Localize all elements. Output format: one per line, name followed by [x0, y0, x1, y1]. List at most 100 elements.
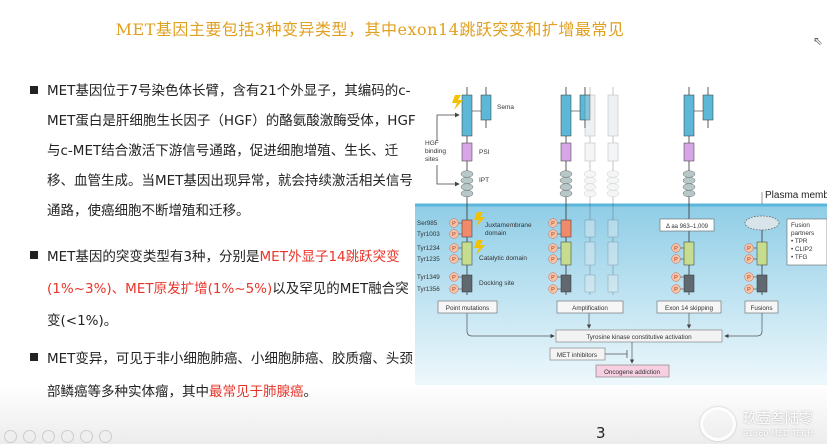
- phosphate-label: P: [452, 221, 456, 227]
- phosphate-label: P: [551, 287, 555, 293]
- paragraph-text: 。: [303, 384, 318, 400]
- oncogene-addiction-box: [595, 364, 670, 378]
- phosphate-icon: [671, 284, 681, 294]
- paragraph-text: MET变异，可见于非小细胞肺癌、小细胞肺癌、胶质瘤、头颈部鳞癌等多种实体瘤，其中: [47, 351, 413, 400]
- catalytic-domain: [461, 241, 473, 266]
- watermark-logo: 玖壹叁陆零 91360 MED TECH: [700, 405, 827, 444]
- catalytic-domain: [560, 241, 572, 266]
- page-number: 3: [596, 424, 606, 442]
- residue-label: Tyr1003: [417, 231, 440, 238]
- phosphate-icon: [449, 218, 459, 228]
- prev-icon[interactable]: [4, 430, 17, 443]
- met-receptor: [606, 87, 620, 295]
- residue-label: Tyr1235: [417, 256, 440, 263]
- phosphate-icon: [548, 272, 558, 282]
- next-icon[interactable]: [23, 430, 36, 443]
- phosphate-icon: [449, 254, 459, 264]
- paragraph-1: MET基因位于7号染色体长臂，含有21个外显子，其编码的c-MET蛋白是肝细胞生…: [30, 76, 420, 226]
- phosphate-icon: [548, 254, 558, 264]
- paragraph-text: MET基因的突变类型有3种，分别是: [47, 249, 260, 265]
- activation-box: [555, 329, 723, 343]
- psi-domain: [607, 142, 619, 162]
- docking-domain: [607, 274, 619, 293]
- slide-title: MET基因主要包括3种变异类型，其中exon14跳跃突变和扩增最常见: [115, 20, 625, 39]
- ipt-label: IPT: [479, 177, 489, 184]
- paragraph-text: 以及罕见的MET融合突变(<1%)。: [47, 281, 409, 329]
- alteration-type-box: [556, 300, 624, 314]
- ipt-domain: [559, 170, 573, 178]
- ipt-domain: [559, 176, 573, 184]
- phosphate-icon: [548, 218, 558, 228]
- phosphate-label: P: [551, 246, 555, 252]
- catalytic-domain: [607, 241, 619, 266]
- bullet-icon: [30, 86, 38, 94]
- residue-label: Tyr1234: [417, 245, 440, 252]
- residue-label: Ser985: [417, 220, 438, 227]
- pen-icon[interactable]: [42, 430, 55, 443]
- sema-domain: [683, 94, 695, 137]
- ipt-domain: [460, 170, 474, 178]
- ipt-domain: [460, 176, 474, 184]
- residue-label: Tyr1349: [417, 274, 440, 281]
- juxtamembrane-domain: [607, 219, 619, 238]
- ipt-domain: [682, 176, 696, 184]
- alteration-type-label: Exon 14 skipping: [665, 305, 713, 312]
- ipt-domain: [583, 183, 597, 191]
- met-receptor: [583, 87, 597, 295]
- phosphate-label: P: [747, 257, 751, 263]
- sema-domain: [560, 94, 572, 137]
- phosphate-label: P: [452, 287, 456, 293]
- cloud-logo-icon: [700, 407, 736, 441]
- deletion-box: [659, 218, 715, 232]
- psi-domain: [683, 142, 695, 162]
- catalytic-label: Catalytic domain: [479, 255, 527, 262]
- residue-label: Tyr1356: [417, 286, 440, 293]
- phosphate-icon: [548, 243, 558, 253]
- ipt-domain: [583, 176, 597, 184]
- slideshow-toolbar: [4, 430, 112, 443]
- catalytic-domain: [584, 241, 596, 266]
- alteration-type-box: [437, 300, 498, 314]
- phosphate-icon: [671, 243, 681, 253]
- slides-icon[interactable]: [61, 430, 74, 443]
- ipt-domain: [583, 170, 597, 178]
- ipt-domain: [583, 189, 597, 197]
- oncogene-addiction-label: Oncogene addiction: [604, 369, 661, 376]
- alteration-type-label: Point mutations: [446, 305, 489, 312]
- phosphate-label: P: [452, 275, 456, 281]
- phosphate-icon: [671, 254, 681, 264]
- docking-domain: [584, 274, 596, 293]
- highlight-text: MET外显子14跳跃突变(1%~3%)、MET原发扩增(1%~5%): [47, 249, 400, 297]
- sema-beta: [480, 94, 492, 121]
- ipt-domain: [606, 176, 620, 184]
- phosphate-label: P: [674, 275, 678, 281]
- phosphate-label: P: [551, 257, 555, 263]
- juxtamembrane-domain: [560, 219, 572, 238]
- lightning-icon: [474, 240, 485, 255]
- psi-domain: [461, 142, 473, 162]
- met-inhibitors-label: MET inhibitors: [557, 352, 597, 359]
- ipt-domain: [682, 189, 696, 197]
- sema-domain: [584, 94, 596, 137]
- more-icon[interactable]: [99, 430, 112, 443]
- ipt-domain: [682, 183, 696, 191]
- ipt-domain: [559, 189, 573, 197]
- psi-label: PSI: [479, 149, 490, 156]
- docking-domain: [560, 274, 572, 293]
- logo-sub: 91360 MED TECH: [743, 429, 814, 438]
- phosphate-icon: [548, 229, 558, 239]
- fusion-partners-box: [786, 218, 827, 266]
- ipt-domain: [606, 170, 620, 178]
- zoom-icon[interactable]: [80, 430, 93, 443]
- sema-domain: [461, 94, 473, 137]
- phosphate-label: P: [551, 232, 555, 238]
- phosphate-icon: [449, 284, 459, 294]
- phosphate-label: P: [551, 275, 555, 281]
